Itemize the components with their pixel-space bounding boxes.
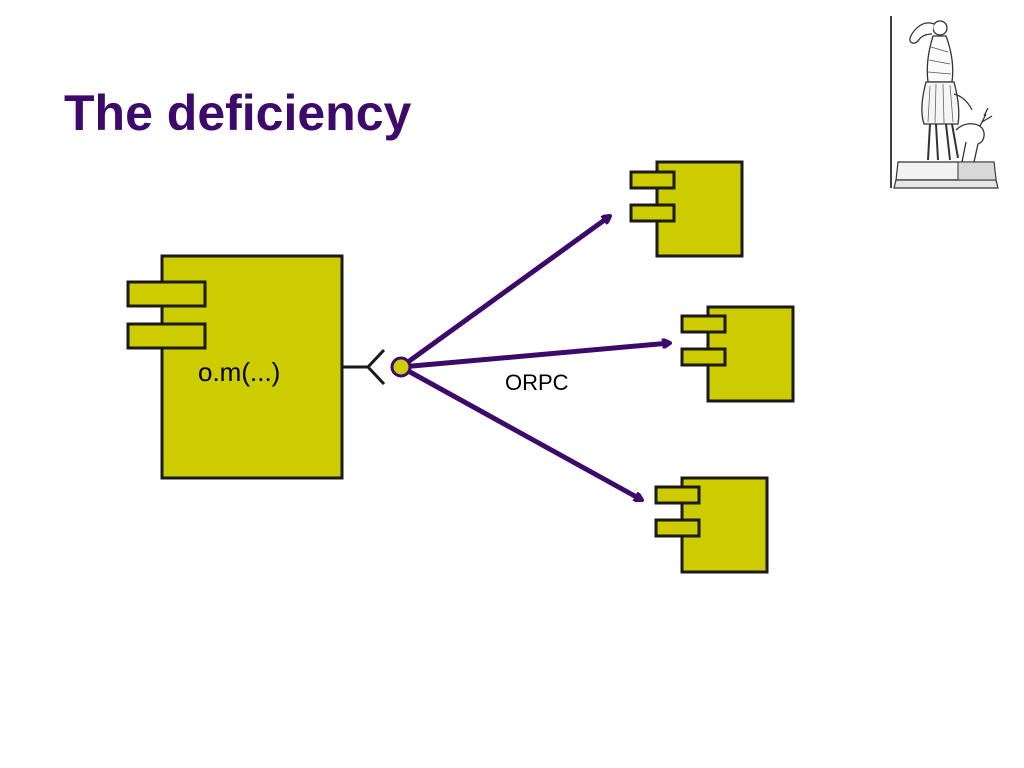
- required-interface-socket: [342, 348, 386, 386]
- provided-interface-lollipop: [390, 356, 412, 378]
- client-component-port-top: [126, 280, 207, 308]
- diana-statue-icon: [888, 12, 1002, 192]
- server-component-top: [629, 160, 744, 258]
- server-component-middle: [680, 305, 795, 403]
- arrow-to-server-middle: [400, 343, 670, 370]
- arrow-to-server-top: [399, 213, 610, 370]
- arrow-to-server-bottom: [399, 364, 642, 503]
- client-component-label: o.m(...): [198, 357, 280, 387]
- client-component: o.m(...): [126, 254, 344, 480]
- connector-label: ORPC: [505, 370, 569, 395]
- client-component-port-bottom: [126, 322, 207, 350]
- server-component-bottom: [654, 476, 769, 574]
- page-title: The deficiency: [64, 85, 412, 141]
